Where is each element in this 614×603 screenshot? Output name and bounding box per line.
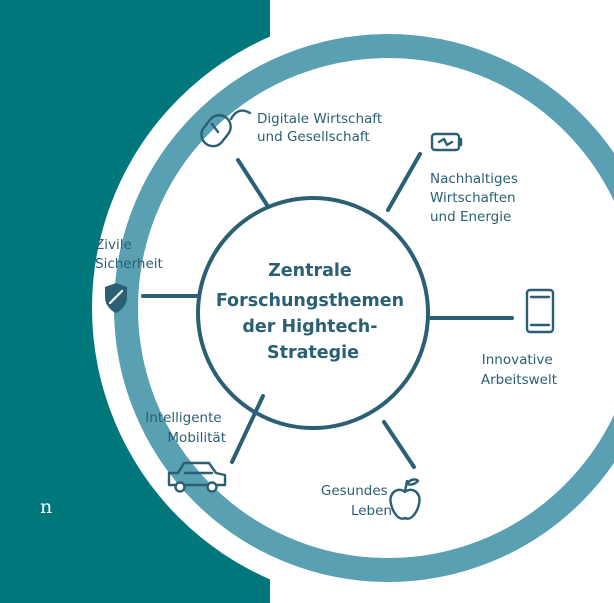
topic-label-work: Innovative Arbeitswelt: [481, 352, 557, 388]
cut-off-text-fragment: n: [40, 496, 53, 518]
center-title-line-4: Strategie: [267, 343, 359, 363]
computer-mouse-icon: [200, 109, 252, 148]
center-title-line-3: der Hightech-: [242, 317, 377, 337]
apple-icon: [389, 478, 421, 520]
topic-label-digital: Digitale Wirtschaft und Gesellschaft: [257, 111, 386, 145]
spoke-energy: [386, 152, 422, 212]
car-icon: [167, 461, 227, 493]
spoke-digital: [236, 158, 269, 207]
topic-label-security: Zivile Sicherheit: [95, 237, 163, 272]
topic-label-energy: Nachhaltiges Wirtschaften und Energie: [430, 171, 522, 225]
outer-ring: [114, 34, 614, 582]
spoke-mobility: [230, 394, 265, 464]
center-circle: [196, 196, 430, 430]
spoke-health: [382, 420, 416, 469]
center-title-line-2: Forschungsthemen: [216, 291, 404, 311]
outer-white-disc: [92, 12, 614, 603]
center-title-line-1: Zentrale: [268, 261, 352, 281]
shield-icon: [105, 283, 127, 313]
battery-charging-icon: [430, 132, 463, 152]
center-title: Zentrale Forschungsthemen der Hightech- …: [216, 261, 410, 363]
topic-label-mobility: Intelligente Mobilität: [145, 410, 226, 446]
topic-label-health: Gesundes Leben: [321, 483, 392, 519]
tablet-icon: [525, 288, 555, 334]
